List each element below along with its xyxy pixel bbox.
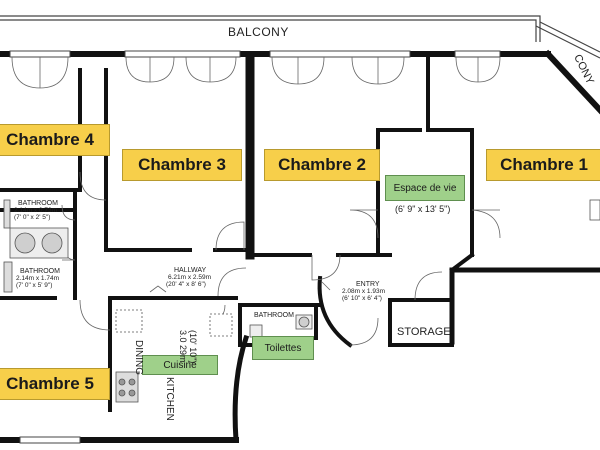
bathroom-1-metric: 2.14m x 0.73m [14,207,57,214]
room-tag-chambre-5: Chambre 5 [0,368,110,400]
entry-imperial: (6' 10" x 6' 4") [342,295,382,302]
entry-metric: 2.08m x 1.93m [342,288,385,295]
dining-label: DINING [133,340,144,375]
room-tag-chambre-4: Chambre 4 [0,124,110,156]
room-tag-toilettes: Toilettes [252,336,314,360]
espace-de-vie-dims: (6' 9" x 13' 5") [395,204,451,214]
kitchen-imperial: (10' 10") [188,330,198,364]
hallway-imperial: (20' 4" x 8' 6") [166,281,206,288]
storage-label: STORAGE [397,326,451,338]
bathroom-2-metric: 2.14m x 1.74m [16,275,59,282]
door-swings [11,56,501,346]
kitchen-label: KITCHEN [164,377,175,421]
interior-walls [0,51,475,412]
kitchen-metric: 3.0 29m [178,330,188,363]
room-tag-cuisine: Cuisine [142,355,218,375]
entry-name: ENTRY [356,281,380,288]
windows [9,50,501,444]
bathroom-2-name: BATHROOM [20,268,60,275]
bathroom-1-imperial: (7' 0" x 2' 5") [14,214,51,221]
bathroom-3-name: BATHROOM [254,312,294,319]
room-tag-chambre-1: Chambre 1 [486,149,600,181]
balcony-outline [0,15,600,59]
room-tag-chambre-2: Chambre 2 [264,149,380,181]
balcony-label: BALCONY [228,25,289,39]
bathroom-2-imperial: (7' 0" x 5' 9") [16,282,53,289]
room-tag-chambre-3: Chambre 3 [122,149,242,181]
room-tag-espace-de-vie: Espace de vie [385,175,465,201]
fixtures [3,199,600,403]
bathroom-1-name: BATHROOM [18,200,58,207]
hallway-metric: 6.21m x 2.59m [168,274,211,281]
hallway-name: HALLWAY [174,267,207,274]
